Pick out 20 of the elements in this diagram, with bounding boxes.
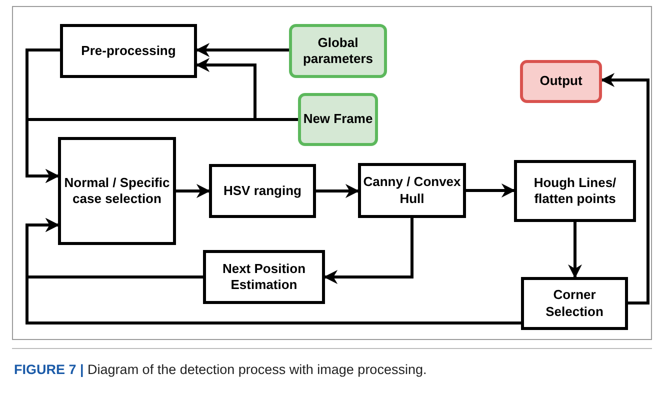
arrow bbox=[26, 218, 521, 324]
process-box: Hough Lines/ flatten points bbox=[514, 160, 636, 222]
arrow bbox=[316, 184, 360, 198]
process-box: HSV ranging bbox=[209, 164, 316, 218]
arrow bbox=[26, 48, 60, 183]
process-box: Pre-processing bbox=[60, 24, 197, 78]
process-box: Canny / Convex Hull bbox=[358, 163, 466, 218]
arrow bbox=[568, 222, 582, 278]
process-box: Corner Selection bbox=[521, 277, 628, 330]
process-box: Next Position Estimation bbox=[203, 250, 325, 304]
input-box: New Frame bbox=[298, 93, 378, 146]
input-box: Global parameters bbox=[289, 24, 387, 78]
arrow bbox=[324, 218, 414, 284]
figure-caption: FIGURE 7 | Diagram of the detection process with image processing. bbox=[14, 362, 427, 377]
process-box: Normal / Specific case selection bbox=[58, 137, 176, 245]
arrow bbox=[196, 43, 289, 57]
arrow bbox=[176, 184, 210, 198]
arrow bbox=[600, 73, 650, 304]
output-box: Output bbox=[520, 60, 602, 103]
arrow bbox=[466, 184, 516, 198]
